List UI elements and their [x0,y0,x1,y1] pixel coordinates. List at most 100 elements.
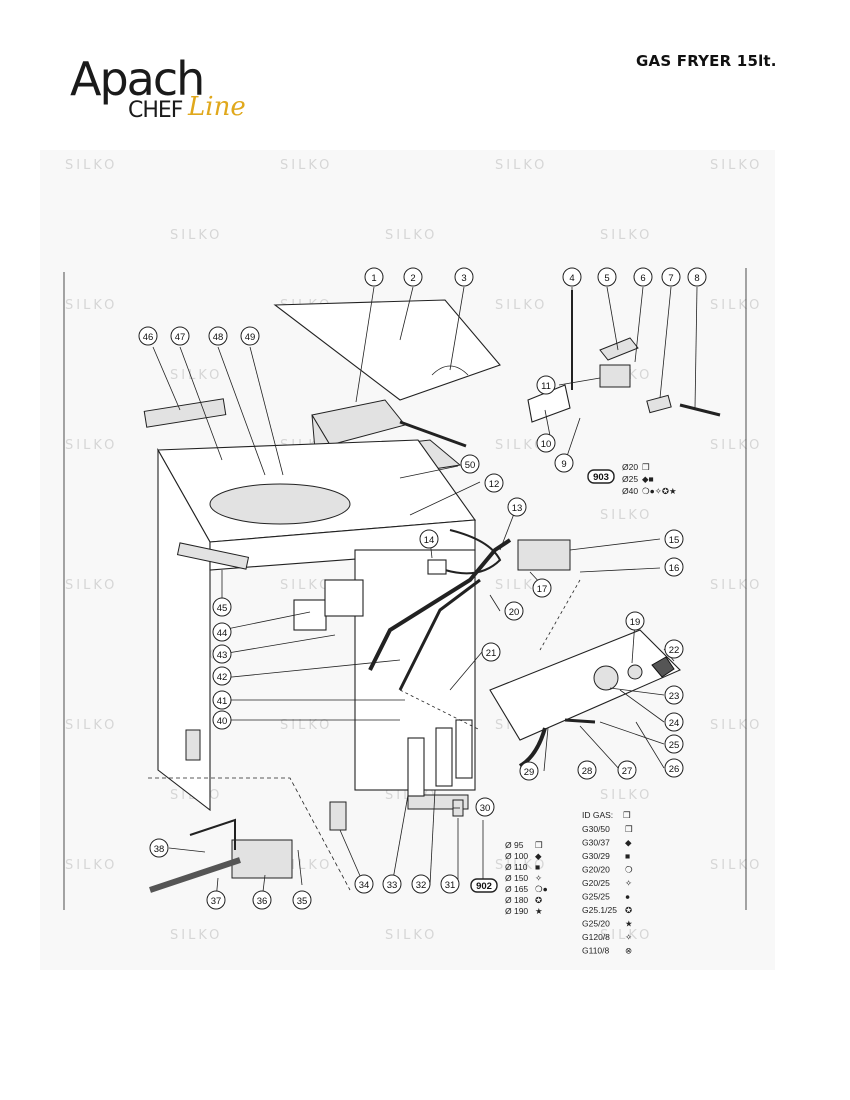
control-knob-part [651,656,675,678]
svg-text:8: 8 [694,273,699,284]
burner-1-part [407,737,425,797]
callout-33: 33 [382,874,402,894]
pilot-nut-part [646,394,672,414]
watermark-text: SILKO [710,858,763,873]
svg-text:15: 15 [669,535,680,546]
svg-text:31: 31 [445,880,456,891]
callout-14: 14 [419,529,439,549]
callout-6: 6 [633,267,653,287]
inset-tubes-part [189,818,236,850]
exploded-parts-diagram: 1 2 3 4 5 6 7 8 9 10 11 12 13 14 15 16 1… [63,267,747,956]
callout-27: 27 [617,760,637,780]
svg-text:38: 38 [154,844,165,855]
gas-legend-gas: G30/37 [582,838,610,848]
watermark-text: SILKO [65,578,118,593]
callout-7: 7 [661,267,681,287]
cabinet-side-part [157,447,211,812]
callout-21: 21 [481,642,501,662]
gas-legend-gas: G30/50 [582,824,610,834]
watermark-text: SILKO [495,158,548,173]
watermark-text: SILKO [385,928,438,943]
svg-text:14: 14 [424,535,435,546]
pilot-injector-legend: Ø20 ❒ Ø25 ◆■ Ø40 ❍●✧✪★ [622,462,677,496]
watermark-text: SILKO [170,928,223,943]
callout-20: 20 [504,601,524,621]
gas-legend-symbol: ✪ [625,905,633,915]
callout-22: 22 [664,639,684,659]
control-panel-part [489,629,681,741]
brand-sub-right: Line [188,92,246,122]
svg-text:✧: ✧ [535,873,543,883]
svg-text:★: ★ [535,906,543,916]
document-title: GAS FRYER 15lt. [636,52,777,70]
svg-text:Ø 100: Ø 100 [505,851,528,861]
gas-legend-symbol: ✧ [625,878,633,888]
callout-35: 35 [292,890,312,910]
callout-29: 29 [519,761,539,781]
svg-text:33: 33 [387,880,398,891]
callout-49: 49 [240,326,260,346]
svg-text:43: 43 [217,650,228,661]
watermark-text: SILKO [600,928,653,943]
gas-legend-gas: G20/25 [582,878,610,888]
watermark-text: SILKO [65,298,118,313]
burner-3-part [455,719,473,779]
svg-text:❍●: ❍● [535,884,548,894]
svg-text:5: 5 [604,273,609,284]
foot-left-part [185,729,201,761]
brand-sub-left: CHEF [128,98,183,123]
svg-text:4: 4 [569,273,574,284]
watermark-text: SILKO [170,228,223,243]
svg-text:Ø 165: Ø 165 [505,884,528,894]
gas-id-legend-rows: G30/50❒G30/37◆G30/29■G20/20❍G20/25✧G25/2… [582,824,633,956]
gas-legend-gas: G25/25 [582,892,610,902]
watermark-text: SILKO [495,298,548,313]
grill-panel-part [143,398,227,428]
svg-text:12: 12 [489,479,500,490]
watermark-text: SILKO [280,718,333,733]
watermark-text: SILKO [65,438,118,453]
callout-30: 30 [475,797,495,817]
svg-text:9: 9 [561,459,566,470]
svg-text:6: 6 [640,273,645,284]
svg-text:42: 42 [217,672,228,683]
svg-text:❍●✧✪★: ❍●✧✪★ [642,486,677,496]
callout-16: 16 [664,557,684,577]
gas-legend-gas: G120/8 [582,932,610,942]
callout-43: 43 [212,644,232,664]
svg-text:48: 48 [213,332,224,343]
callout-40: 40 [212,710,232,730]
callout-4: 4 [562,267,582,287]
svg-text:Ø 180: Ø 180 [505,895,528,905]
callout-48: 48 [208,326,228,346]
watermark-text: SILKO [65,158,118,173]
callout-17: 17 [532,578,552,598]
gas-legend-symbol: ❒ [625,824,633,834]
piezo-part [627,664,643,680]
inset-border [148,777,351,891]
gas-legend-symbol: ● [625,892,630,902]
callout-903: 903 [587,469,615,484]
svg-text:7: 7 [668,273,673,284]
callout-45: 45 [212,597,232,617]
callout-25: 25 [664,734,684,754]
lid-part [273,299,501,401]
callout-11: 11 [536,375,556,395]
svg-text:35: 35 [297,896,308,907]
svg-text:◆: ◆ [535,851,542,861]
gas-legend-gas: G20/20 [582,865,610,875]
callout-19: 19 [625,611,645,631]
svg-text:16: 16 [669,563,680,574]
callout-37: 37 [206,890,226,910]
watermark-text: SILKO [495,578,548,593]
gas-legend-gas: G110/8 [582,946,610,956]
svg-text:32: 32 [416,880,427,891]
switch-part [427,559,447,575]
callout-32: 32 [411,874,431,894]
callout-23: 23 [664,685,684,705]
watermark-text: SILKO [600,508,653,523]
callout-13: 13 [507,497,527,517]
svg-text:Ø40: Ø40 [622,486,638,496]
svg-text:Ø 95: Ø 95 [505,840,524,850]
svg-text:13: 13 [512,503,523,514]
